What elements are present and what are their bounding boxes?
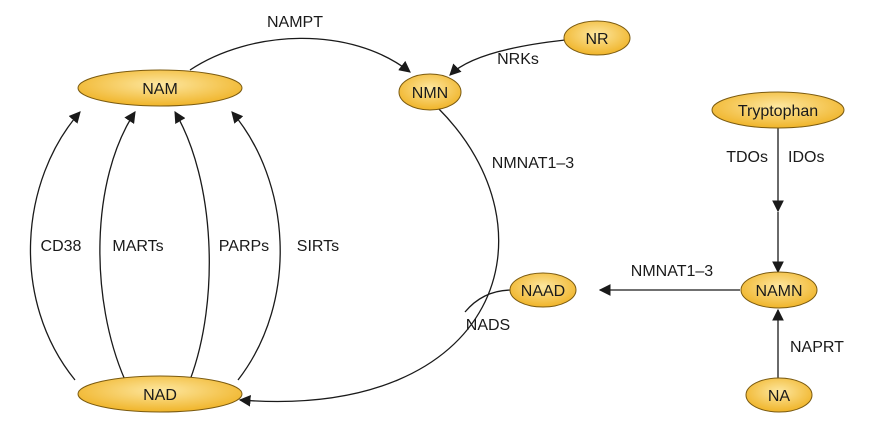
edge-nam-to-nmn (189, 37, 411, 73)
label-cd38: CD38 (41, 238, 82, 255)
edge-nr-to-nmn (449, 39, 566, 76)
node-namn-label: NAMN (755, 283, 802, 300)
edge-nad-to-nam-sirts (231, 111, 281, 381)
label-nads: NADS (466, 317, 510, 334)
node-nmn: NMN (398, 73, 462, 111)
label-idos: IDOs (788, 149, 824, 166)
node-nam: NAM (77, 69, 243, 107)
label-nrks: NRKs (497, 51, 539, 68)
label-nampt: NAMPT (267, 14, 323, 31)
node-nr-label: NR (585, 31, 608, 48)
node-tryptophan: Tryptophan (711, 91, 845, 129)
node-na-label: NA (768, 388, 791, 405)
node-naad: NAAD (509, 272, 577, 308)
node-nad-label: NAD (143, 387, 177, 404)
node-na: NA (745, 377, 813, 413)
node-nad: NAD (77, 375, 243, 413)
edge-nmn-to-nad (238, 107, 500, 407)
label-nmnat-right: NMNAT1–3 (631, 263, 713, 280)
node-namn: NAMN (740, 271, 818, 309)
node-naad-label: NAAD (521, 283, 565, 300)
label-nmnat-top: NMNAT1–3 (492, 155, 574, 172)
node-nmn-label: NMN (412, 85, 448, 102)
label-naprt: NAPRT (790, 339, 844, 356)
edge-nad-to-nam-parps (174, 110, 210, 381)
label-marts: MARTs (112, 238, 163, 255)
node-nr: NR (563, 20, 631, 56)
label-parps: PARPs (219, 238, 269, 255)
node-tryptophan-label: Tryptophan (738, 103, 818, 120)
label-tdos: TDOs (726, 149, 768, 166)
label-sirts: SIRTs (297, 238, 339, 255)
edge-nad-to-nam-cd38 (29, 111, 81, 381)
node-nam-label: NAM (142, 81, 178, 98)
edge-naad-to-arc (464, 289, 513, 313)
edge-nad-to-nam-marts (99, 111, 136, 381)
